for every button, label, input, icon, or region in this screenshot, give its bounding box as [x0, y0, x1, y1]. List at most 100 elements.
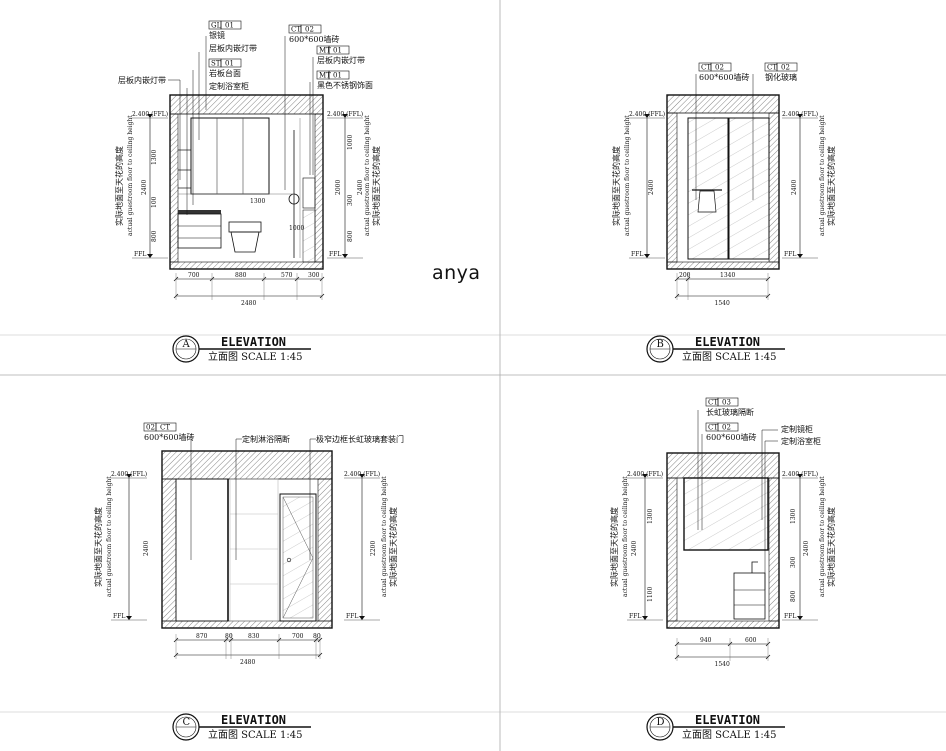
elevation-subtitle: 立面图 SCALE 1:45	[208, 350, 302, 363]
floor-slab	[666, 261, 780, 270]
callout-text: 600*600墙砖	[289, 34, 340, 44]
dim-left-value: 1300	[647, 509, 654, 524]
side-caption-en: actual guestroom floor to ceiling height	[624, 115, 631, 236]
dim-right-value: 1000	[347, 135, 354, 150]
callout-text: 极窄边框长虹玻璃套装门	[316, 434, 404, 444]
callout-text: 600*600墙砖	[706, 432, 757, 442]
callout-text: 银镜	[209, 30, 225, 40]
callout-text: 层板内嵌灯带	[118, 75, 166, 85]
dim-bottom-value: 880	[235, 272, 247, 279]
toilet-bowl	[230, 231, 260, 253]
level-top-label: 2.400 (FFL)	[111, 471, 147, 478]
level-top-label: 2.400 (FFL)	[782, 111, 818, 118]
level-bottom-label: FFL	[113, 613, 125, 620]
callout-tag: ST	[211, 60, 221, 68]
dim-bottom-value: 830	[248, 633, 260, 640]
elevation-letter: D	[657, 717, 665, 728]
dim-left-value: 2400	[141, 180, 148, 195]
level-top-label: 2.400 (FFL)	[627, 471, 663, 478]
dim-left-value: 800	[151, 230, 158, 242]
level-top-label: 2.400 (FFL)	[327, 111, 363, 118]
callout-tag: GL	[211, 22, 222, 30]
callout-code: 02	[781, 64, 790, 72]
callout-tag: CT	[291, 26, 301, 34]
elevation-subtitle: 立面图 SCALE 1:45	[682, 350, 776, 363]
dim-bottom-value: 600	[745, 637, 757, 644]
fluted-glass-partition	[683, 477, 769, 551]
dim-bottom-value: 700	[292, 633, 304, 640]
elevation-panel-c	[161, 450, 333, 629]
dim-total-value: 2480	[240, 659, 255, 666]
left-wall-hatch	[169, 113, 179, 263]
elevation-title: ELEVATION	[221, 335, 286, 349]
level-bottom-label: FFL	[134, 251, 146, 258]
glass-door	[279, 493, 317, 622]
callout-3: 定制浴室柜	[209, 81, 249, 91]
elevation-subtitle: 立面图 SCALE 1:45	[208, 728, 302, 741]
left-wall-hatch	[666, 477, 678, 622]
level-marker	[642, 474, 648, 478]
level-top-label: 2.400 (FFL)	[344, 471, 380, 478]
dim-bottom-value: 300	[308, 272, 320, 279]
dim-bottom-value: 1340	[720, 272, 735, 279]
dim-right-value: 300	[347, 194, 354, 206]
glass-door-right	[728, 117, 770, 260]
callout-tag: MT	[319, 47, 331, 55]
callout-text: 岩板台面	[209, 68, 241, 78]
side-caption-cn: 实际地面至天花的高度	[826, 507, 836, 587]
elevation-subtitle: 立面图 SCALE 1:45	[682, 728, 776, 741]
dim-left-value: 2400	[631, 541, 638, 556]
wall-tile-zone	[229, 478, 279, 622]
floor-slab	[666, 620, 780, 629]
side-caption-en: actual guestroom floor to ceiling height	[364, 115, 371, 236]
faucet	[751, 561, 758, 573]
callout-text: 定制镜柜	[781, 424, 813, 434]
floor-slab	[161, 620, 333, 629]
side-caption-cn: 实际地面至天花的高度	[388, 507, 398, 587]
level-marker	[644, 114, 650, 118]
callout-code: 01	[225, 22, 234, 30]
dim-right-value: 2400	[357, 180, 364, 195]
side-caption-en: actual guestroom floor to ceiling height	[127, 115, 134, 236]
dim-left-value: 2400	[143, 541, 150, 556]
ceiling-slab	[666, 94, 780, 114]
dim-right-value: 2400	[791, 180, 798, 195]
callout-code: 02	[715, 64, 724, 72]
level-marker	[359, 474, 365, 478]
callout-text: 层板内嵌灯带	[209, 43, 257, 53]
elevation-letter: B	[657, 339, 664, 350]
side-caption-cn: 实际地面至天花的高度	[371, 146, 381, 226]
dim-right-value: 2200	[370, 541, 377, 556]
level-top-label: 2.400 (FFL)	[782, 471, 818, 478]
inner-dim-label: 1000	[289, 225, 304, 232]
callout-code: 01	[333, 72, 342, 80]
callout-text: 层板内嵌灯带	[317, 55, 365, 65]
left-wall-hatch	[666, 112, 678, 263]
callout-tag: CT	[708, 399, 718, 407]
side-caption-en: actual guestroom floor to ceiling height	[381, 476, 388, 597]
side-caption-cn: 实际地面至天花的高度	[611, 146, 621, 226]
level-marker	[342, 114, 348, 118]
dim-bottom-value: 200	[679, 272, 691, 279]
dim-total-value: 2480	[241, 300, 256, 307]
elevation-letter: A	[182, 339, 191, 350]
vanity-counter	[178, 210, 221, 214]
side-caption-en: actual guestroom floor to ceiling height	[622, 476, 629, 597]
callout-text: 定制浴室柜	[209, 81, 249, 91]
